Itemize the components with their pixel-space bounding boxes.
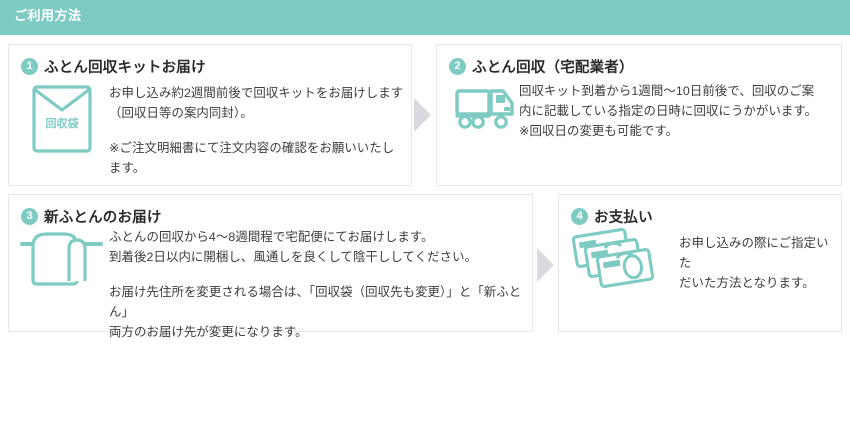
step-2-line-3: ※回収日の変更も可能です。 (519, 124, 679, 139)
step-1-line-3: ※ご注文明細書にて注文内容の確認をお願いいたします。 (109, 141, 395, 176)
step-1-line-2: （回収日等の案内同封）。 (109, 106, 253, 121)
collection-bag-icon-label: 回収袋 (46, 116, 79, 130)
step-1-description: お申し込み約2週間前後で回収キットをお届けします （回収日等の案内同封）。 ※ご… (109, 83, 405, 178)
arrow-step3-to-step4 (537, 248, 554, 282)
step-1-heading: 1 ふとん回収キットお届け (21, 56, 206, 77)
step-4-line-1: お申し込みの際にご指定いた (679, 236, 829, 271)
step-1-title: ふとん回収キットお届け (44, 60, 206, 76)
step-card-4: 4 お支払い お申し込みの際にご指定いた だいた方法と (558, 194, 842, 332)
payment-cards-icon (567, 227, 667, 293)
delivery-truck-icon (455, 87, 515, 131)
arrow-step1-to-step2 (414, 98, 431, 132)
step-3-line-3: お届け先住所を変更される場合は、「回収袋（回収先も変更）」と「新ふとん」 (109, 285, 522, 320)
step-3-line-1: ふとんの回収から4〜8週間程で宅配便にてお届けします。 (109, 230, 434, 244)
futon-on-rod-icon (19, 227, 107, 293)
step-3-line-4: 両方のお届け先が変更になります。 (109, 325, 308, 340)
step-card-2: 2 ふとん回収（宅配業者） 回収キット到着から1週間〜10日前後で、回収のご案 … (436, 44, 842, 186)
step-4-description: お申し込みの際にご指定いた だいた方法となります。 (679, 233, 829, 293)
step-2-line-2: 内に記載している指定の日時に回収にうかがいます。 (519, 104, 818, 119)
step-3-title: 新ふとんのお届け (44, 210, 162, 226)
step-4-title: お支払い (594, 210, 653, 226)
step-1-number-badge: 1 (21, 58, 38, 75)
step-card-1: 1 ふとん回収キットお届け 回収袋 お申し込み約2週間前後で回収キットをお届けし… (8, 44, 412, 186)
step-2-number-badge: 2 (449, 58, 466, 75)
step-4-heading: 4 お支払い (571, 206, 653, 227)
step-1-line-1: お申し込み約2週間前後で回収キットをお届けします (109, 86, 404, 100)
page-title: ご利用方法 (14, 8, 82, 23)
step-3-line-2: 到着後2日以内に開梱し、風通しを良くして陰干ししてください。 (109, 250, 478, 265)
step-2-heading: 2 ふとん回収（宅配業者） (449, 56, 634, 77)
step-4-number-badge: 4 (571, 208, 588, 225)
step-2-description: 回収キット到着から1週間〜10日前後で、回収のご案 内に記載している指定の日時に… (519, 81, 835, 141)
section-header: ご利用方法 (0, 0, 850, 35)
step-card-3: 3 新ふとんのお届け ふとんの回収から4〜8週間程で宅配便にてお届けします。 到… (8, 194, 533, 339)
step-4-line-2: だいた方法となります。 (679, 276, 815, 291)
step-3-description: ふとんの回収から4〜8週間程で宅配便にてお届けします。 到着後2日以内に開梱し、… (109, 227, 524, 342)
step-3-number-badge: 3 (21, 208, 38, 225)
step-2-title: ふとん回収（宅配業者） (472, 60, 634, 76)
step-2-line-1: 回収キット到着から1週間〜10日前後で、回収のご案 (519, 84, 815, 98)
step-3-heading: 3 新ふとんのお届け (21, 206, 162, 227)
collection-bag-icon: 回収袋 (31, 83, 93, 155)
